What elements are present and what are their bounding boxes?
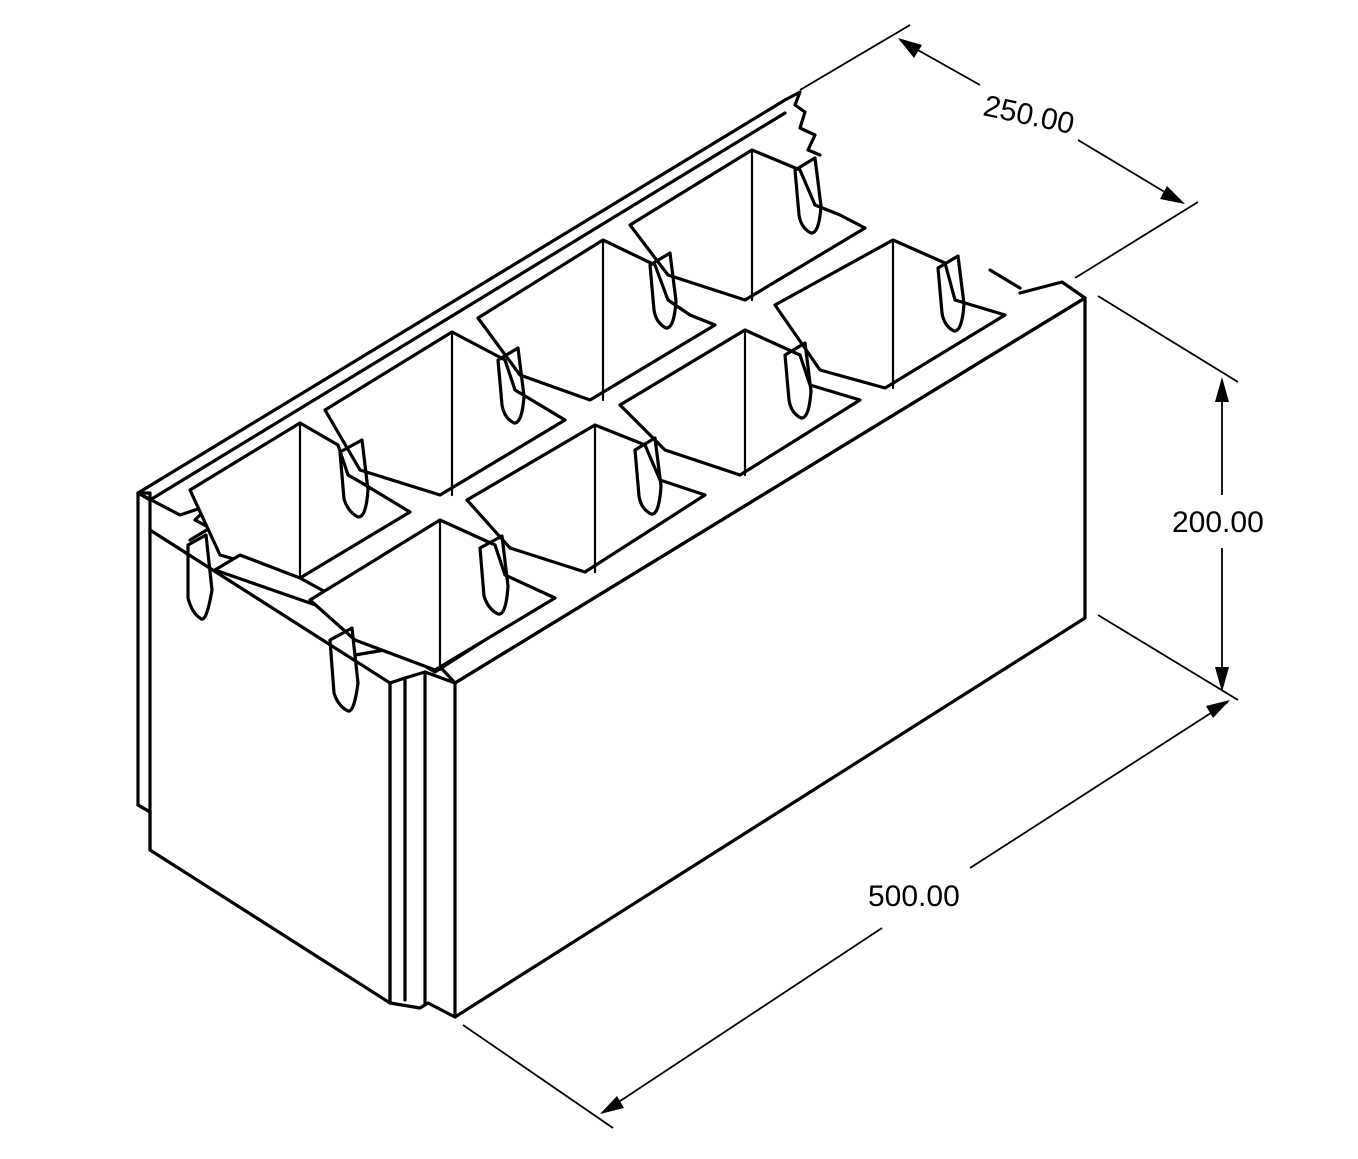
width-dimension: 250.00: [799, 24, 1199, 279]
height-dimension-label: 200.00: [1172, 506, 1264, 539]
block-top-surface: [136, 90, 1087, 685]
hollow-cells: [188, 148, 1007, 674]
height-dimension: 200.00: [1097, 295, 1264, 701]
length-dimension: 500.00: [462, 700, 1230, 1129]
length-dimension-label: 500.00: [868, 880, 960, 913]
interlock-lugs: [186, 156, 966, 713]
width-dimension-label: 250.00: [981, 90, 1078, 141]
